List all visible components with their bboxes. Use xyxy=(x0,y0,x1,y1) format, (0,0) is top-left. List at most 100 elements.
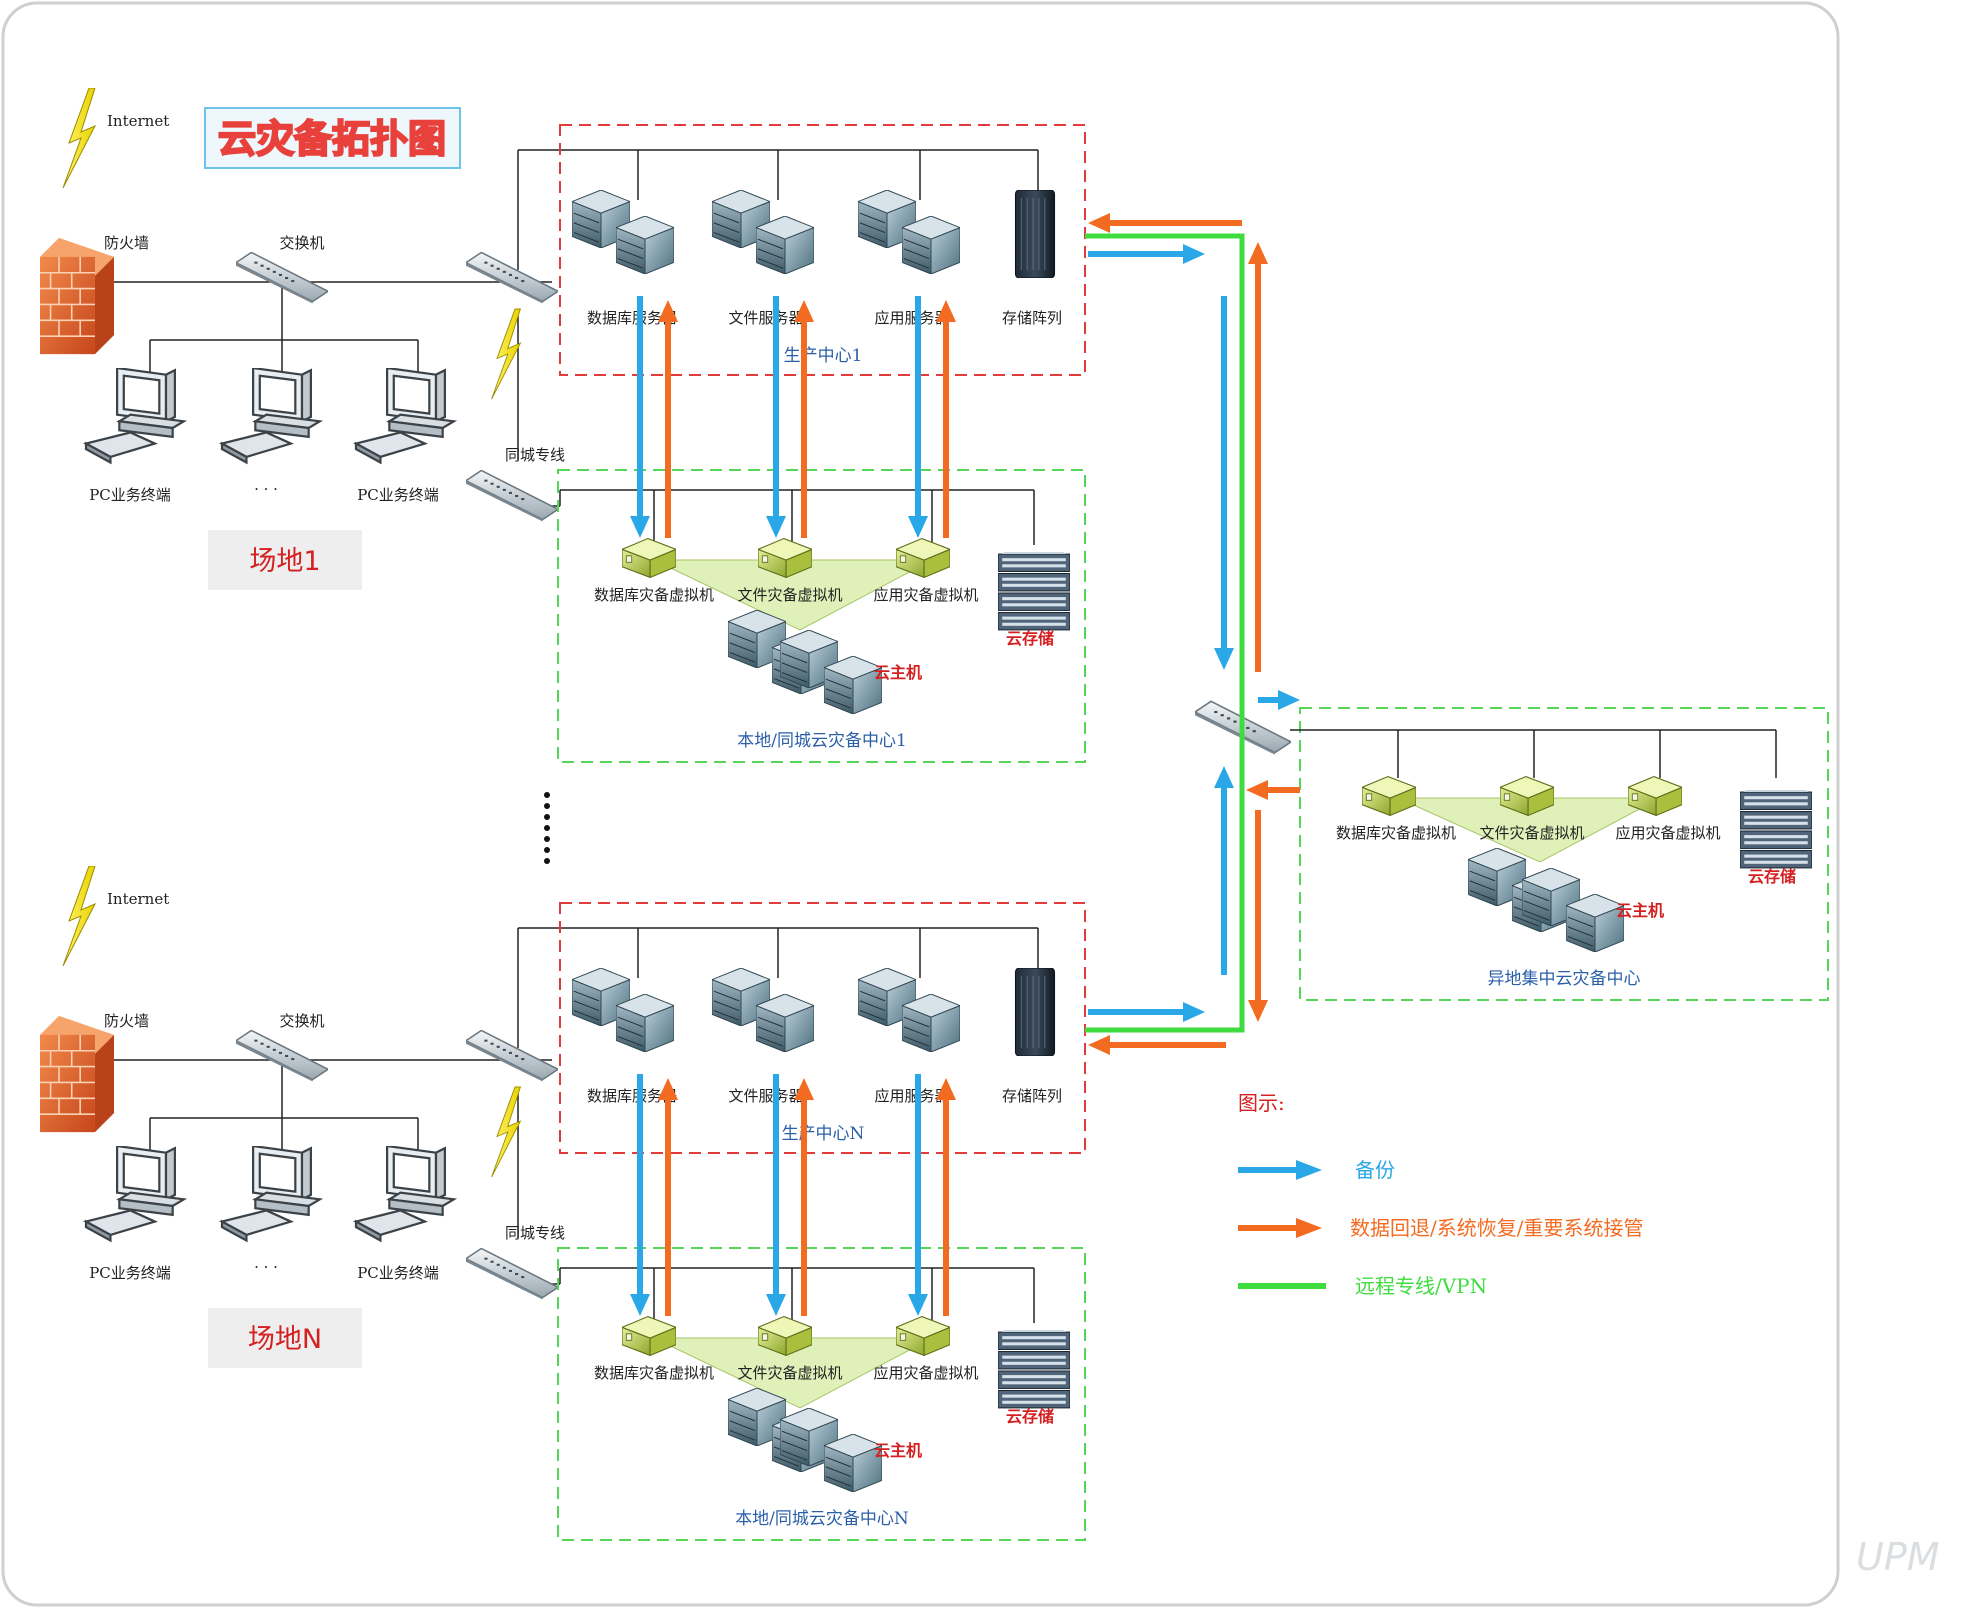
cloud-storage-label: 云存储 xyxy=(1006,629,1054,648)
site-label-box xyxy=(208,1308,362,1368)
file-server-label: 文件服务器 xyxy=(728,1087,803,1105)
storage-array-label: 存储阵列 xyxy=(1002,309,1062,327)
server-icon xyxy=(902,216,960,274)
internet-lightning-icon xyxy=(62,866,96,966)
backup-arrow xyxy=(766,1074,786,1316)
legend-restore-label: 数据回退/系统恢复/重要系统接管 xyxy=(1350,1216,1643,1240)
firewall-icon xyxy=(40,1015,114,1133)
cloud-storage-icon xyxy=(998,1330,1070,1409)
file-server-group xyxy=(712,190,814,274)
app-vm-label: 应用灾备虚拟机 xyxy=(1615,824,1720,842)
cloud-host-label: 云主机 xyxy=(1616,901,1664,920)
server-icon xyxy=(756,994,814,1052)
cloud-host-label: 云主机 xyxy=(874,663,922,682)
firewall-icon xyxy=(40,237,114,355)
site-label-box xyxy=(208,530,362,590)
switch-label: 交换机 xyxy=(279,234,324,252)
db-vm-icon xyxy=(622,538,676,578)
internet-lightning-icon xyxy=(62,88,96,188)
upm-watermark-logo: UPM xyxy=(1856,1535,1940,1579)
pc-terminal-label: PC业务终端 xyxy=(89,486,171,504)
backup-arrow xyxy=(766,296,786,538)
backup-arrow xyxy=(908,1074,928,1316)
backup-arrow xyxy=(908,296,928,538)
file-vm-label: 文件灾备虚拟机 xyxy=(737,1364,842,1382)
sites-ellipsis-dots xyxy=(544,792,550,864)
city-line-label: 同城专线 xyxy=(505,1224,565,1242)
site-label: 场地N xyxy=(248,1324,322,1355)
backup-arrow-from-site1 xyxy=(1088,244,1205,264)
legend-item-backup: 备份 xyxy=(1238,1158,1395,1182)
vpn-line xyxy=(1085,738,1245,1033)
app-server-label: 应用服务器 xyxy=(874,1087,949,1105)
core-switch-icon xyxy=(466,1030,558,1082)
legend-vpn-label: 远程专线/VPN xyxy=(1355,1274,1487,1298)
app-server-group xyxy=(858,190,960,274)
core-switch-icon xyxy=(466,252,558,304)
restore-arrow xyxy=(658,1078,678,1316)
title-box: 云灾备拓扑图 xyxy=(204,107,461,169)
restore-arrow-to-site1 xyxy=(1088,213,1242,233)
diagram-title: 云灾备拓扑图 xyxy=(218,117,446,161)
dr-switch-icon xyxy=(466,470,558,522)
legend-item-restore: 数据回退/系统恢复/重要系统接管 xyxy=(1238,1216,1643,1240)
switch-label: 交换机 xyxy=(279,1012,324,1030)
backup-arrow xyxy=(630,1074,650,1316)
city-line-lightning-icon xyxy=(491,1086,521,1178)
server-icon xyxy=(616,994,674,1052)
restore-arrow-out-remote xyxy=(1246,780,1300,800)
pc-icon xyxy=(220,1146,321,1242)
db-vm-label: 数据库灾备虚拟机 xyxy=(1336,824,1456,842)
wan-links xyxy=(1085,213,1300,1055)
production-center-label: 生产中心1 xyxy=(784,346,863,366)
city-line-label: 同城专线 xyxy=(505,446,565,464)
db-vm-icon xyxy=(622,1316,676,1356)
db-vm-icon xyxy=(1362,776,1416,816)
file-vm-label: 文件灾备虚拟机 xyxy=(1479,824,1584,842)
server-icon xyxy=(616,216,674,274)
file-vm-label: 文件灾备虚拟机 xyxy=(737,586,842,604)
backup-arrow-into-remote xyxy=(1258,690,1300,710)
server-icon xyxy=(902,994,960,1052)
pc-icon xyxy=(220,368,321,464)
app-server-group xyxy=(858,968,960,1052)
cloud-host-label: 云主机 xyxy=(874,1441,922,1460)
pc-terminal-label: PC业务终端 xyxy=(357,1264,439,1282)
backup-arrow-from-siten xyxy=(1088,1002,1205,1022)
restore-arrow xyxy=(794,300,814,538)
cloud-storage-label: 云存储 xyxy=(1006,1407,1054,1426)
cloud-host-server-group xyxy=(780,1408,882,1492)
outer-frame xyxy=(1,1,1840,1607)
restore-arrow xyxy=(936,1078,956,1316)
db-server-label: 数据库服务器 xyxy=(587,1087,677,1105)
vpn-line xyxy=(1085,233,1245,716)
cloud-storage-icon xyxy=(998,552,1070,631)
remote-dr-center: 数据库灾备虚拟机文件灾备虚拟机应用灾备虚拟机云存储云主机异地集中云灾备中心 xyxy=(1195,700,1829,1001)
pc-icon xyxy=(354,1146,455,1242)
restore-arrow xyxy=(794,1078,814,1316)
production-center-label: 生产中心N xyxy=(782,1124,865,1144)
pc-icon xyxy=(84,1146,185,1242)
restore-arrow-to-siten xyxy=(1088,1035,1226,1055)
legend-title: 图示: xyxy=(1238,1091,1285,1115)
site-n: Internet防火墙交换机PC业务终端· · ·PC业务终端场地N同城专线数据… xyxy=(40,866,1086,1541)
server-icon xyxy=(756,216,814,274)
legend: 图示: 备份 数据回退/系统恢复/重要系统接管 远程专线/VPN xyxy=(1238,1091,1643,1298)
storage-array-icon xyxy=(1014,968,1056,1056)
firewall-label: 防火墙 xyxy=(104,234,149,252)
pc-icon xyxy=(354,368,455,464)
legend-backup-label: 备份 xyxy=(1355,1158,1395,1182)
legend-item-vpn: 远程专线/VPN xyxy=(1238,1274,1487,1298)
db-vm-label: 数据库灾备虚拟机 xyxy=(594,586,714,604)
pc-terminal-label: PC业务终端 xyxy=(357,486,439,504)
cloud-host-server-group xyxy=(1522,868,1624,952)
pc-ellipsis: · · · xyxy=(254,480,278,498)
app-vm-label: 应用灾备虚拟机 xyxy=(873,1364,978,1382)
local-dr-center-box xyxy=(557,1247,1086,1541)
internet-label: Internet xyxy=(107,112,169,130)
city-line-lightning-icon xyxy=(491,308,521,400)
restore-arrow-up xyxy=(1248,242,1268,672)
local-dr-center-label: 本地/同城云灾备中心1 xyxy=(737,731,907,751)
file-server-label: 文件服务器 xyxy=(728,309,803,327)
